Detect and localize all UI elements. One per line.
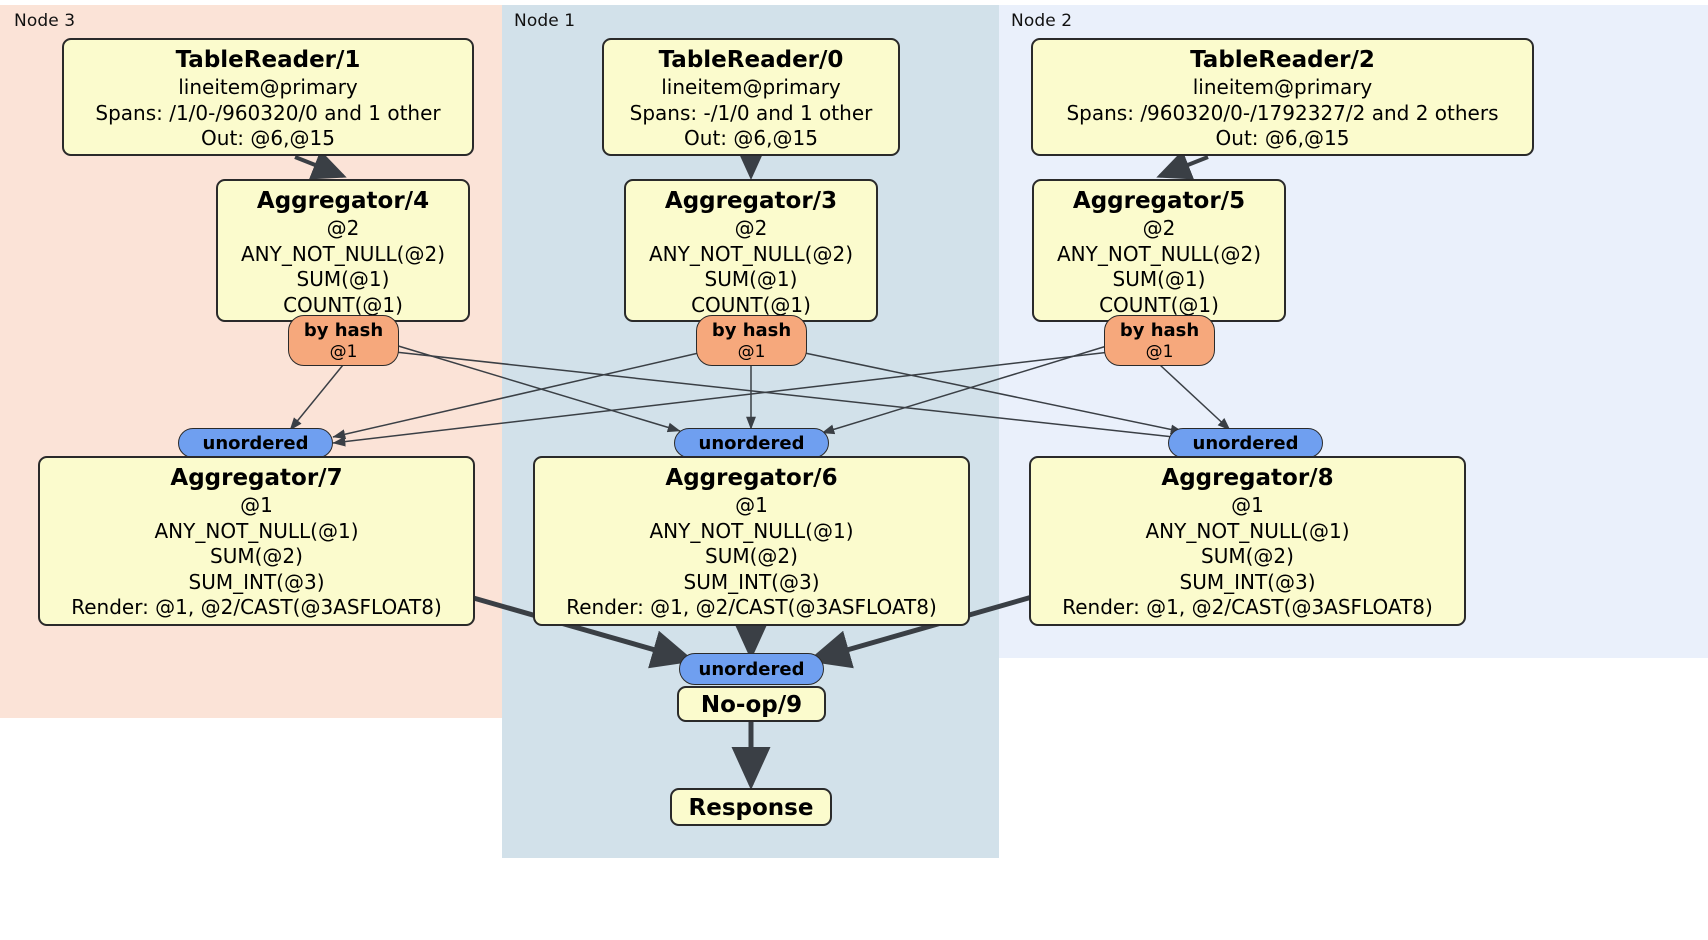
node-line: COUNT(@1) bbox=[691, 292, 811, 317]
node-response[interactable]: Response bbox=[670, 788, 832, 826]
node-title: Response bbox=[688, 795, 814, 821]
node-line: SUM_INT(@3) bbox=[1179, 569, 1316, 594]
node-title: Aggregator/7 bbox=[170, 465, 343, 491]
node-aggregator-3[interactable]: Aggregator/3 @2 ANY_NOT_NULL(@2) SUM(@1)… bbox=[624, 179, 878, 322]
router-unordered-left[interactable]: unordered bbox=[178, 428, 333, 458]
node-title: Aggregator/8 bbox=[1161, 465, 1334, 491]
node-label-node3: Node 3 bbox=[14, 11, 76, 31]
node-line: lineitem@primary bbox=[178, 75, 358, 99]
node-line: Render: @1, @2/CAST(@3ASFLOAT8) bbox=[566, 595, 937, 619]
node-line: SUM(@2) bbox=[210, 544, 303, 568]
node-line: Spans: -/1/0 and 1 other bbox=[629, 100, 873, 125]
node-no-op-9[interactable]: No-op/9 bbox=[677, 686, 826, 722]
node-line: @2 bbox=[326, 216, 360, 240]
node-line: lineitem@primary bbox=[1192, 75, 1373, 99]
router-label: unordered bbox=[698, 659, 805, 680]
node-line: SUM_INT(@3) bbox=[188, 569, 325, 594]
node-line: Render: @1, @2/CAST(@3ASFLOAT8) bbox=[1062, 595, 1433, 619]
router-label: by hash bbox=[711, 320, 792, 341]
node-line: Out: @6,@15 bbox=[684, 126, 818, 150]
node-line: @2 bbox=[734, 216, 768, 240]
router-sublabel: @1 bbox=[737, 342, 766, 362]
router-sublabel: @1 bbox=[1145, 342, 1174, 362]
node-line: COUNT(@1) bbox=[1099, 292, 1219, 317]
router-label: unordered bbox=[1192, 433, 1299, 454]
node-line: SUM_INT(@3) bbox=[683, 569, 820, 594]
node-line: SUM(@1) bbox=[704, 267, 798, 291]
node-table-reader-2[interactable]: TableReader/2 lineitem@primary Spans: /9… bbox=[1031, 38, 1534, 156]
node-aggregator-5[interactable]: Aggregator/5 @2 ANY_NOT_NULL(@2) SUM(@1)… bbox=[1032, 179, 1286, 322]
node-label-node1: Node 1 bbox=[514, 11, 576, 31]
router-by-hash-3[interactable]: by hash @1 bbox=[696, 315, 807, 366]
node-line: ANY_NOT_NULL(@1) bbox=[649, 518, 854, 543]
node-line: Spans: /1/0-/960320/0 and 1 other bbox=[95, 100, 441, 125]
node-title: TableReader/1 bbox=[175, 47, 361, 73]
node-title: Aggregator/5 bbox=[1072, 188, 1246, 214]
node-line: SUM(@2) bbox=[705, 544, 798, 568]
router-label: by hash bbox=[303, 320, 384, 341]
node-aggregator-7[interactable]: Aggregator/7 @1 ANY_NOT_NULL(@1) SUM(@2)… bbox=[38, 456, 475, 626]
node-line: @1 bbox=[1231, 493, 1264, 517]
node-table-reader-1[interactable]: TableReader/1 lineitem@primary Spans: /1… bbox=[62, 38, 474, 156]
node-title: Aggregator/4 bbox=[256, 188, 430, 214]
node-line: SUM(@2) bbox=[1201, 544, 1294, 568]
node-line: ANY_NOT_NULL(@2) bbox=[241, 241, 445, 266]
router-label: unordered bbox=[202, 433, 309, 454]
node-line: Spans: /960320/0-/1792327/2 and 2 others bbox=[1066, 100, 1499, 125]
router-unordered-right[interactable]: unordered bbox=[1168, 428, 1323, 458]
node-label-node2: Node 2 bbox=[1011, 11, 1073, 31]
node-line: @2 bbox=[1142, 216, 1176, 240]
router-unordered-center[interactable]: unordered bbox=[674, 428, 829, 458]
node-table-reader-0[interactable]: TableReader/0 lineitem@primary Spans: -/… bbox=[602, 38, 900, 156]
router-label: unordered bbox=[698, 433, 805, 454]
router-sublabel: @1 bbox=[329, 342, 358, 362]
node-line: @1 bbox=[240, 493, 273, 517]
node-line: ANY_NOT_NULL(@1) bbox=[1145, 518, 1350, 543]
node-line: SUM(@1) bbox=[296, 267, 390, 291]
node-line: lineitem@primary bbox=[661, 75, 841, 99]
node-title: TableReader/0 bbox=[658, 47, 844, 73]
node-aggregator-8[interactable]: Aggregator/8 @1 ANY_NOT_NULL(@1) SUM(@2)… bbox=[1029, 456, 1466, 626]
node-line: Out: @6,@15 bbox=[201, 126, 335, 150]
node-line: @1 bbox=[735, 493, 768, 517]
node-line: ANY_NOT_NULL(@2) bbox=[649, 241, 853, 266]
node-aggregator-6[interactable]: Aggregator/6 @1 ANY_NOT_NULL(@1) SUM(@2)… bbox=[533, 456, 970, 626]
router-by-hash-5[interactable]: by hash @1 bbox=[1104, 315, 1215, 366]
router-unordered-final[interactable]: unordered bbox=[679, 653, 824, 685]
node-line: Render: @1, @2/CAST(@3ASFLOAT8) bbox=[71, 595, 442, 619]
node-line: COUNT(@1) bbox=[283, 292, 403, 317]
node-line: ANY_NOT_NULL(@2) bbox=[1057, 241, 1261, 266]
node-title: TableReader/2 bbox=[1190, 47, 1375, 73]
node-title: No-op/9 bbox=[700, 692, 803, 718]
node-title: Aggregator/6 bbox=[665, 465, 838, 491]
router-label: by hash bbox=[1119, 320, 1200, 341]
node-line: ANY_NOT_NULL(@1) bbox=[154, 518, 359, 543]
node-line: Out: @6,@15 bbox=[1215, 126, 1350, 150]
node-title: Aggregator/3 bbox=[664, 188, 838, 214]
node-line: SUM(@1) bbox=[1112, 267, 1206, 291]
router-by-hash-4[interactable]: by hash @1 bbox=[288, 315, 399, 366]
node-aggregator-4[interactable]: Aggregator/4 @2 ANY_NOT_NULL(@2) SUM(@1)… bbox=[216, 179, 470, 322]
